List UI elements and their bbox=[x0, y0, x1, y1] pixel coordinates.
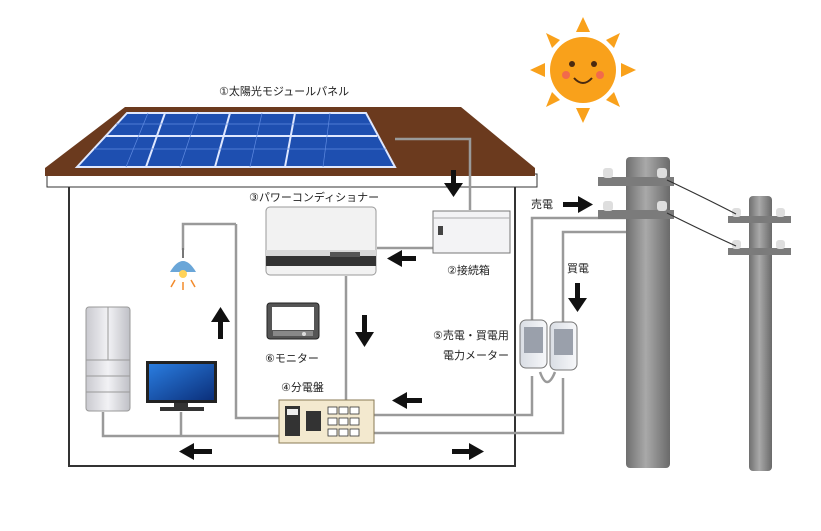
solar-panel bbox=[74, 112, 397, 168]
meter-label-line2: 電力メーター bbox=[443, 349, 509, 362]
arrow-right-icon bbox=[452, 443, 484, 460]
flow-arrows bbox=[179, 170, 593, 460]
junction-box bbox=[432, 210, 511, 254]
arrow-left-icon bbox=[392, 392, 422, 409]
arrow-left-icon bbox=[179, 443, 212, 460]
television bbox=[146, 361, 217, 411]
wiring bbox=[101, 137, 628, 438]
power-conditioner-label: ③パワーコンディショナー bbox=[249, 191, 380, 204]
sun-icon bbox=[530, 17, 636, 123]
sell-power-label: 売電 bbox=[531, 198, 553, 211]
power-conditioner bbox=[265, 206, 377, 276]
refrigerator bbox=[85, 306, 131, 412]
distribution-board bbox=[278, 399, 375, 444]
junction-box-label: ②接続箱 bbox=[447, 264, 490, 277]
arrow-down-icon bbox=[355, 315, 374, 347]
arrow-right-icon bbox=[563, 196, 593, 213]
ceiling-light-icon bbox=[170, 248, 196, 290]
arrow-down-icon bbox=[568, 283, 587, 312]
monitor-device bbox=[266, 302, 320, 340]
arrow-left-icon bbox=[387, 250, 416, 267]
arrow-up-icon bbox=[211, 307, 230, 339]
meter-label-line1: ⑤売電・買電用 bbox=[433, 329, 509, 342]
buy-power-label: 買電 bbox=[567, 262, 589, 275]
utility-pole-back bbox=[728, 196, 791, 471]
monitor-label: ⑥モニター bbox=[265, 352, 319, 365]
solar-panel-label: ①太陽光モジュールパネル bbox=[219, 85, 350, 98]
arrow-down-icon bbox=[444, 170, 463, 197]
electric-meters bbox=[519, 319, 578, 371]
distribution-board-label: ④分電盤 bbox=[281, 381, 324, 394]
utility-pole-front bbox=[598, 157, 674, 468]
power-lines bbox=[666, 179, 737, 247]
